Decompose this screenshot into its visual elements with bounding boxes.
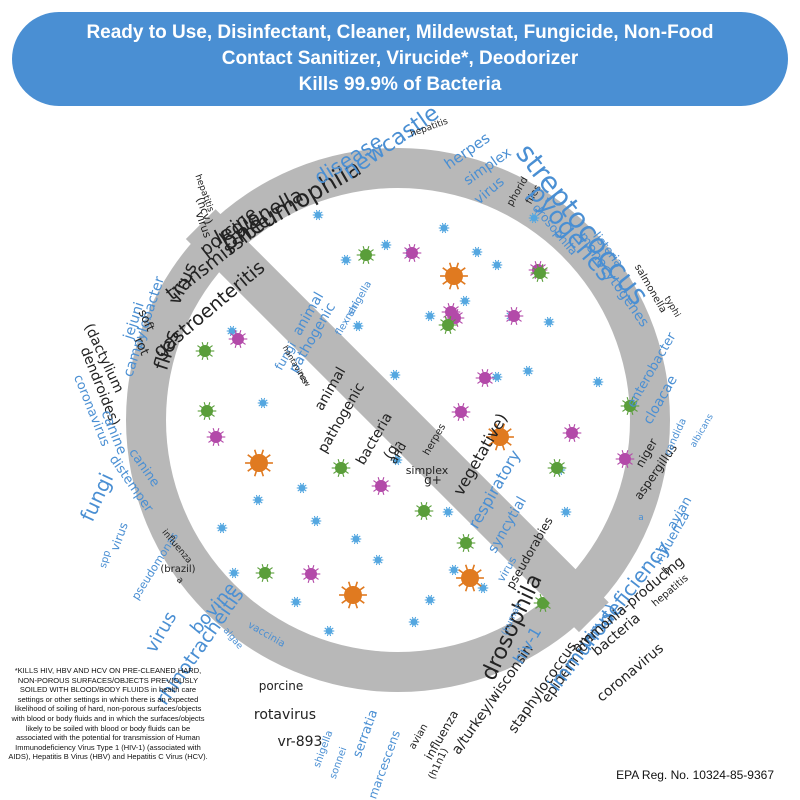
microbe-icon [228, 567, 240, 579]
ring-word: a [638, 513, 644, 523]
microbe-icon [504, 306, 524, 326]
microbe-icon [290, 596, 302, 608]
ring-word: vr-893 [278, 734, 323, 750]
product-claims-banner: Ready to Use, Disinfectant, Cleaner, Mil… [12, 12, 788, 106]
microbe-icon [440, 262, 468, 290]
microbe-icon [352, 320, 364, 332]
microbe-icon [530, 263, 550, 283]
microbe-icon [323, 625, 335, 637]
microbe-icon [389, 369, 401, 381]
microbe-icon [408, 616, 420, 628]
prohibition-bar [185, 209, 609, 633]
microbe-icon [491, 259, 503, 271]
ring-word: b [660, 565, 672, 578]
ring-word: virus [108, 521, 131, 553]
microbe-icon [424, 310, 436, 322]
microbe-icon [350, 533, 362, 545]
microbe-icon [301, 564, 321, 584]
microbe-icon [402, 243, 422, 263]
banner-line-3: Kills 99.9% of Bacteria [298, 74, 502, 95]
microbe-icon [442, 506, 454, 518]
microbe-icon [414, 501, 434, 521]
microbe-icon [448, 564, 460, 576]
microbe-icon [206, 427, 226, 447]
microbe-icon [296, 482, 308, 494]
microbe-icon [226, 325, 238, 337]
banner-line-2: Contact Sanitizer, Virucide*, Deodorizer [221, 48, 579, 69]
microbe-icon [438, 222, 450, 234]
ring-word: porcine [259, 679, 304, 693]
microbe-icon [459, 295, 471, 307]
microbe-icon [451, 402, 471, 422]
microbe-icon [380, 239, 392, 251]
microbe-icon [438, 315, 458, 335]
epa-registration: EPA Reg. No. 10324-85-9367 [616, 768, 774, 782]
microbe-icon [620, 396, 640, 416]
microbe-icon [424, 594, 436, 606]
microbe-icon [252, 494, 264, 506]
microbe-icon [339, 581, 367, 609]
ring-word: simplex [406, 464, 449, 477]
microbe-icon [371, 476, 391, 496]
microbe-icon [592, 376, 604, 388]
microbe-icon [228, 329, 248, 349]
microbe-icon [522, 365, 534, 377]
ring-word: albicans [689, 412, 716, 449]
microbe-icon [547, 458, 567, 478]
microbe-icon [615, 449, 635, 469]
microbe-icon [456, 533, 476, 553]
microbe-icon [560, 506, 572, 518]
microbe-icon [216, 522, 228, 534]
microbe-icon [255, 563, 275, 583]
microbe-icon [340, 254, 352, 266]
hiv-footnote: *KILLS HIV, HBV AND HCV ON PRE-CLEANED H… [8, 666, 208, 762]
ring-word: avian [665, 494, 696, 532]
ring-word: a [174, 575, 185, 586]
microbe-icon [528, 212, 540, 224]
microbe-icon [195, 341, 215, 361]
microbe-icon [331, 458, 351, 478]
microbe-icon [456, 564, 484, 592]
microbe-icon [475, 368, 495, 388]
microbe-icon [356, 245, 376, 265]
ring-word: serratia [350, 708, 381, 760]
microbe-field [195, 209, 640, 637]
microbe-icon [257, 397, 269, 409]
ring-word: g+ [424, 473, 442, 487]
microbe-icon [477, 582, 489, 594]
ring-word: rot [131, 335, 152, 358]
microbe-icon [543, 316, 555, 328]
ring-word: fungi [75, 469, 118, 525]
microbe-icon [197, 401, 217, 421]
banner-line-1: Ready to Use, Disinfectant, Cleaner, Mil… [86, 22, 714, 43]
microbe-icon [562, 423, 582, 443]
microbe-icon [312, 209, 324, 221]
microbe-icon [471, 246, 483, 258]
ring-word: virus [141, 608, 181, 656]
ring-word: spp [98, 549, 113, 569]
ring-word: sonnei [328, 746, 350, 781]
microbe-icon [245, 449, 273, 477]
microbe-icon [310, 515, 322, 527]
ring-word: rotavirus [254, 707, 316, 723]
microbe-icon [491, 371, 503, 383]
microbe-icon [372, 554, 384, 566]
microbe-icon [486, 423, 514, 451]
ring-word: (brazil) [160, 564, 195, 575]
microbe-icon [391, 454, 403, 466]
